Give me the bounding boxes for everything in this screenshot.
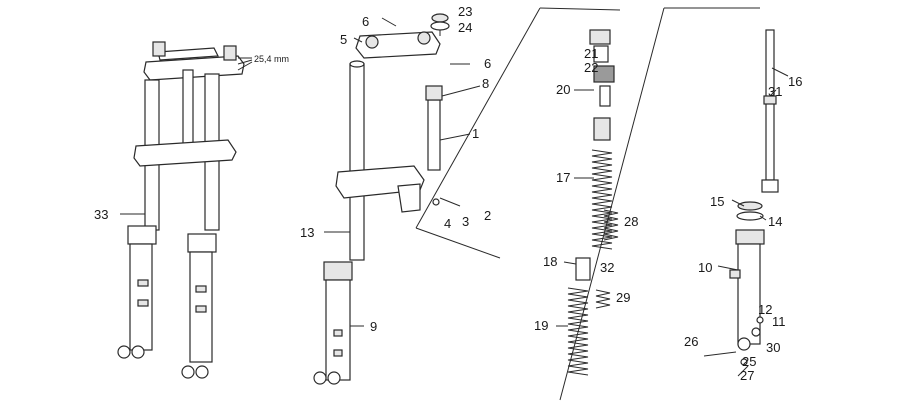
label-31: 31 xyxy=(768,84,782,99)
label-9: 9 xyxy=(370,319,377,334)
label-6-top: 6 xyxy=(362,14,369,29)
label-12: 12 xyxy=(758,302,772,317)
label-18: 18 xyxy=(543,254,557,269)
exploded-tube-assembly xyxy=(313,13,481,385)
label-23: 23 xyxy=(458,4,472,19)
label-21: 21 xyxy=(584,46,598,61)
label-13: 13 xyxy=(300,225,314,240)
label-32: 32 xyxy=(600,260,614,275)
label-25: 25 xyxy=(742,354,756,369)
label-8: 8 xyxy=(482,76,489,91)
label-4: 4 xyxy=(444,216,451,231)
label-17: 17 xyxy=(556,170,570,185)
label-27: 27 xyxy=(740,368,754,383)
label-10: 10 xyxy=(698,260,712,275)
label-14: 14 xyxy=(768,214,782,229)
label-33: 33 xyxy=(94,207,108,222)
dimension-note: 25,4 mm xyxy=(254,54,289,64)
label-2: 2 xyxy=(484,208,491,223)
label-5: 5 xyxy=(340,32,347,47)
internals-panel xyxy=(415,7,665,401)
label-1: 1 xyxy=(472,126,479,141)
damper-assembly xyxy=(664,7,789,377)
label-29: 29 xyxy=(616,290,630,305)
label-20: 20 xyxy=(556,82,570,97)
label-16: 16 xyxy=(788,74,802,89)
label-11: 11 xyxy=(772,314,786,329)
label-6-side: 6 xyxy=(484,56,491,71)
label-24: 24 xyxy=(458,20,472,35)
label-28: 28 xyxy=(624,214,638,229)
label-3: 3 xyxy=(462,214,469,229)
label-22: 22 xyxy=(584,60,598,75)
label-19: 19 xyxy=(534,318,548,333)
label-26: 26 xyxy=(684,334,698,349)
assembled-fork xyxy=(117,41,253,379)
label-15: 15 xyxy=(710,194,724,209)
label-30: 30 xyxy=(766,340,780,355)
